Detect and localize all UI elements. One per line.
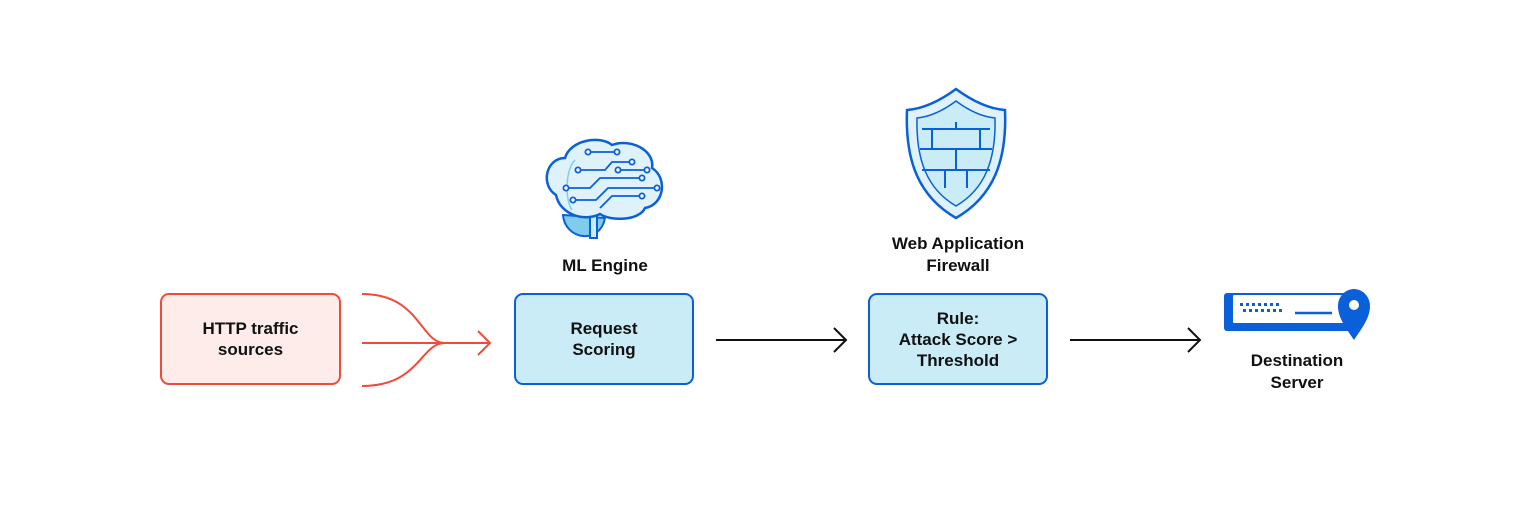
traffic-merge-arrow: [361, 293, 492, 387]
http-traffic-sources-label: HTTP traffic sources: [202, 319, 299, 359]
request-scoring-box: Request Scoring: [514, 293, 694, 385]
http-traffic-sources-box: HTTP traffic sources: [160, 293, 341, 385]
waf-caption: Web Application Firewall: [891, 234, 1025, 275]
arrow-rule-to-destination: [1070, 327, 1202, 353]
ml-engine-caption: ML Engine: [562, 256, 648, 275]
request-scoring-label: Request Scoring: [570, 319, 638, 359]
arrow-scoring-to-rule: [716, 327, 848, 353]
waf-rule-box: Rule: Attack Score > Threshold: [868, 293, 1048, 385]
destination-server-caption: Destination Server: [1250, 351, 1344, 392]
server-location-icon: [1224, 289, 1370, 340]
waf-rule-label: Rule: Attack Score > Threshold: [898, 308, 1018, 370]
brain-circuit-icon: [545, 138, 664, 239]
shield-firewall-icon: [905, 87, 1007, 220]
